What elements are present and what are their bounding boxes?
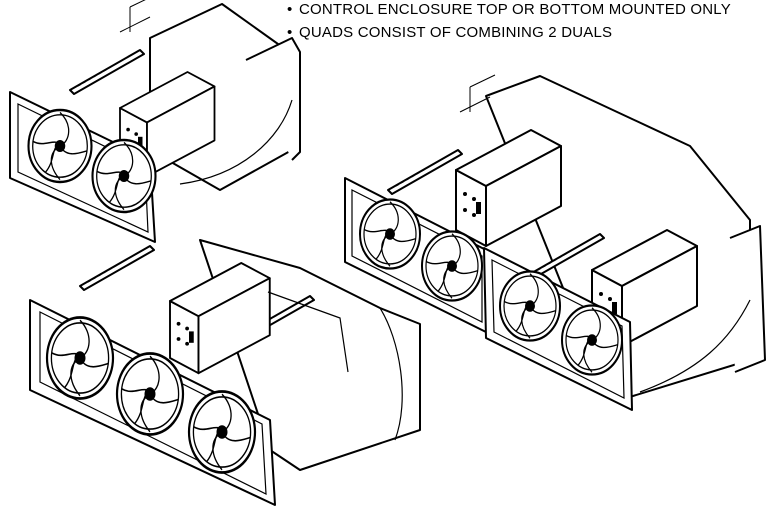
control-rail	[79, 245, 155, 291]
fan-wheel-4	[560, 304, 624, 376]
notes-list: • CONTROL ENCLOSURE TOP OR BOTTOM MOUNTE…	[287, 0, 767, 42]
fan-wheel-1	[27, 108, 93, 184]
quad-fan-unit	[344, 74, 766, 411]
note-quad-composition: QUADS CONSIST OF COMBINING 2 DUALS	[299, 24, 613, 41]
motor-mount-bracket	[119, 0, 151, 33]
note-item: • QUADS CONSIST OF COMBINING 2 DUALS	[287, 23, 767, 42]
fan-wheel-2	[91, 138, 157, 214]
note-enclosure-mounting: CONTROL ENCLOSURE TOP OR BOTTOM MOUNTED …	[299, 1, 731, 18]
motor-mount-bracket	[459, 74, 496, 113]
control-rail	[69, 49, 145, 95]
triple-fan-unit	[29, 239, 421, 506]
triple-cross-strut	[267, 291, 349, 373]
bullet-glyph: •	[287, 24, 293, 41]
fan-wheel-1	[358, 198, 422, 270]
dual-inlet-curve	[179, 99, 293, 185]
fan-wheel-2	[115, 352, 185, 436]
bullet-glyph: •	[287, 1, 293, 18]
fan-wheel-3	[187, 390, 257, 474]
fan-wheel-1	[45, 316, 115, 400]
triple-front-panel-inner	[39, 311, 267, 495]
quad-back-flange	[729, 225, 766, 373]
triple-inlet-curve	[379, 307, 403, 441]
control-rail	[387, 149, 463, 195]
dual-back-flange	[245, 37, 301, 161]
dual-fan-unit	[9, 0, 301, 243]
dual-front-panel-inner	[17, 103, 149, 233]
quad-inlet-curve	[639, 299, 751, 393]
fan-wheel-3	[498, 270, 562, 342]
fan-wheel-2	[420, 230, 484, 302]
quad-front-panel-right-inner	[491, 259, 625, 399]
note-item: • CONTROL ENCLOSURE TOP OR BOTTOM MOUNTE…	[287, 0, 767, 19]
